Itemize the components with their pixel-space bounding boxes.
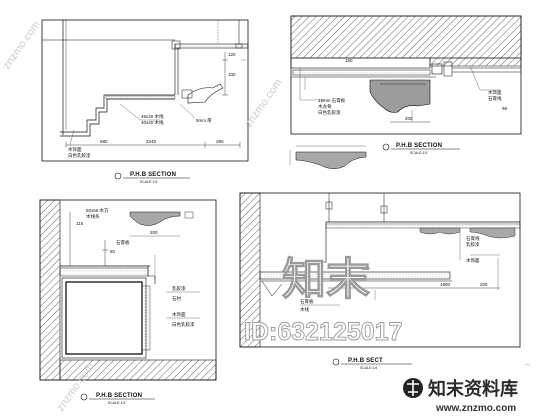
s4-label-3: 石膏板 [300, 298, 314, 305]
s2-title: P.H.B SECTION [396, 143, 442, 149]
section-1-detail [41, 19, 249, 162]
s3-label-4: 石材 [172, 295, 181, 302]
s2-label-1: 木龙骨 [318, 103, 332, 110]
s1-label-4: 白色乳胶漆 [68, 152, 91, 159]
s1-dim-0: 2245 [146, 139, 157, 144]
section-2-title-block: P.H.B SECTION SCALE:1:5 [382, 143, 460, 155]
s2-scale: SCALE:1:5 [410, 151, 427, 155]
brand-logo-icon [403, 378, 423, 398]
s3-dim-2: 115 [76, 221, 84, 226]
s4-label-4: 木线 [300, 306, 309, 313]
s1-label-3: 木饰面 [68, 146, 82, 153]
s3-label-5: 木饰面 [172, 311, 186, 318]
s4-dim-3: 380 [362, 266, 370, 271]
s3-label-0: 50x50 木方 [86, 207, 109, 214]
s2-dim-1: 150 [345, 58, 353, 63]
brand-name: 知末资料库 [428, 378, 518, 400]
brand-url: www.znzmo.com [435, 403, 516, 414]
s4-label-1: 乳胶漆 [466, 241, 480, 248]
s1-dim-4: 120 [228, 52, 236, 57]
s4-scale: SCALE:1:5 [360, 366, 377, 370]
s2-label-0: 12mm 石膏板 [318, 97, 346, 104]
s1-title: P.H.B SECTION [130, 172, 176, 178]
s4-title: P.H.B SECT [348, 358, 383, 364]
section-3-text: 80 200 115 50x50 木方 木线条 石膏板 乳胶漆 石材 木饰面 白… [76, 207, 195, 328]
s3-label-2: 石膏板 [116, 239, 130, 246]
s4-dim-2: 200 [480, 282, 488, 287]
section-4-detail [239, 192, 521, 348]
s3-dim-0: 80 [110, 249, 116, 254]
s3-label-6: 白色乳胶漆 [172, 321, 195, 328]
s3-title: P.H.B SECTION [96, 393, 142, 399]
s1-scale: SCALE:1:5 [140, 180, 157, 184]
s2-dim-2: 98 [502, 106, 508, 111]
s4-label-0: 石膏线 [466, 235, 480, 242]
s1-label-1: 40x40 木线 [141, 119, 164, 126]
section-3-title-block: P.H.B SECTION SCALE:1:5 [80, 393, 155, 405]
section-4-text: 1800 400 200 380 石膏线 乳胶漆 木饰面 石膏板 木线 [300, 235, 488, 313]
watermark-diagonal-text-2: znzmo.com [243, 77, 285, 130]
s4-dim-0: 1800 [440, 282, 451, 287]
s2-dim-0: 200 [405, 116, 413, 121]
section-2-profile-detail [289, 145, 367, 169]
brand-badge: 知末资料库 www.znzmo.com [398, 366, 560, 420]
s1-label-0: 45x40 木线 [141, 113, 164, 120]
s2-label-2: 白色乳胶漆 [318, 109, 341, 116]
s4-dim-1: 400 [340, 282, 348, 287]
s3-dim-1: 200 [150, 230, 158, 235]
s1-dim-3: 680 [100, 139, 108, 144]
watermark-diagonal-text-1: znzmo.com [1, 19, 43, 72]
s1-dim-2: 100 [228, 72, 236, 77]
s3-scale: SCALE:1:5 [108, 401, 125, 405]
s4-label-2: 木饰面 [466, 257, 480, 264]
section-1-title-block: P.H.B SECTION SCALE:1:5 [114, 172, 190, 184]
section-4-title-block: P.H.B SECT SCALE:1:5 [332, 358, 412, 370]
watermark-logo: 知末 [282, 254, 370, 305]
s1-dim-1: 280 [216, 139, 224, 144]
section-1-text: 2245 280 100 680 120 45x40 木线 40x40 木线 5… [68, 52, 236, 159]
section-2-detail [290, 15, 522, 135]
s2-label-3: 木饰面 [488, 89, 502, 96]
s3-label-1: 木线条 [86, 213, 100, 220]
section-2-text: 200 150 98 12mm 石膏板 木龙骨 白色乳胶漆 木饰面 石膏线 [318, 58, 508, 121]
s2-label-4: 石膏线 [488, 95, 502, 102]
section-3-detail [39, 199, 217, 381]
s3-label-3: 乳胶漆 [172, 285, 186, 292]
watermark-id: ID:632125017 [244, 318, 402, 346]
s1-label-2: 5mm 厚 [196, 118, 212, 124]
